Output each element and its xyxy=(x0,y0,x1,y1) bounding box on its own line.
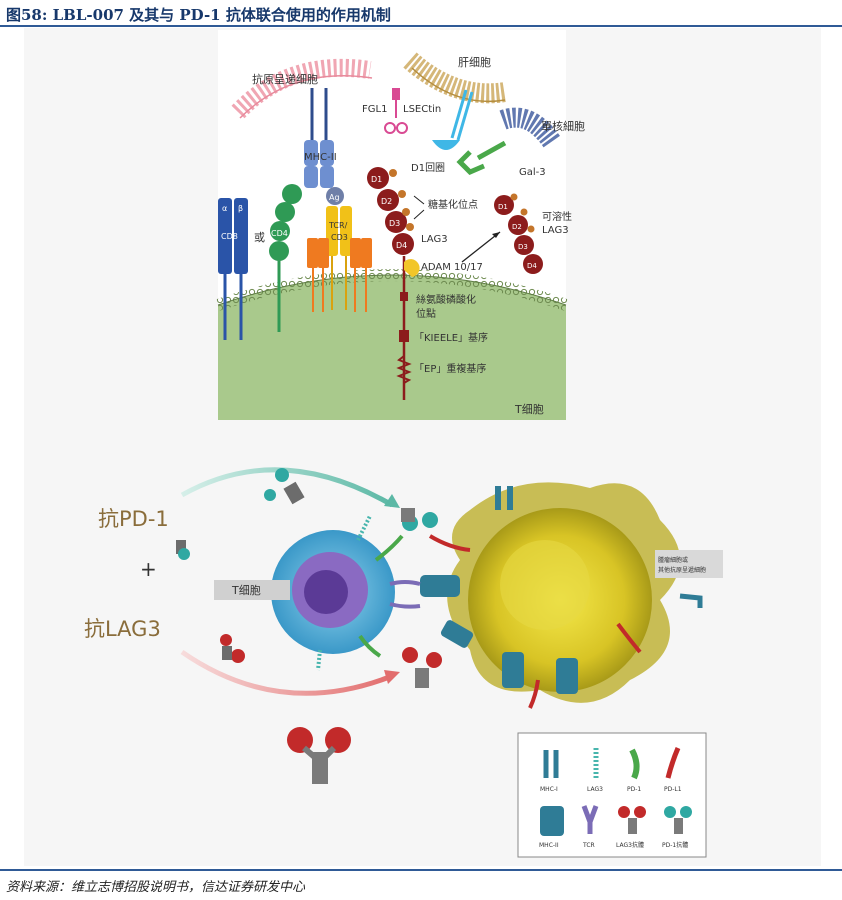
ag-label: Ag xyxy=(329,193,340,202)
adam-enzyme xyxy=(404,259,420,277)
lag3-d1: D1 xyxy=(371,175,382,184)
bottom-diagram: 抗PD-1 + 抗LAG3 xyxy=(84,467,723,858)
legend-pdl1: PD-L1 xyxy=(664,786,682,793)
glyco-label: 糖基化位点 xyxy=(428,198,478,211)
lag3-label: LAG3 xyxy=(421,234,448,245)
serine-label-2: 位點 xyxy=(416,307,436,320)
anti-lag3-arrow xyxy=(180,649,393,696)
fgl1-molecule xyxy=(384,88,408,134)
figure-title: 图58: LBL-007 及其与 PD-1 抗体联合使用的作用机制 xyxy=(6,6,391,24)
anti-pd1-label: 抗PD-1 xyxy=(98,507,169,531)
legend-icons xyxy=(540,747,692,836)
tumor-label-1: 腫瘤細胞或 xyxy=(658,556,688,564)
lag3-antibody-large xyxy=(287,727,351,784)
kieele-label: 「KIEELE」基序 xyxy=(414,331,488,344)
serine-label-1: 絲氨酸磷酸化 xyxy=(416,293,476,306)
lag3-d4: D4 xyxy=(396,241,407,250)
tcell-label-box xyxy=(214,580,290,600)
tumor-label-box xyxy=(655,550,723,578)
apc-label: 抗原呈递细胞 xyxy=(252,72,318,86)
tcell-body xyxy=(218,275,566,420)
mononuclear-membrane xyxy=(499,107,561,148)
gal3-molecule xyxy=(456,140,507,175)
legend-pd1: PD-1 xyxy=(627,786,641,793)
legend-mhc1: MHC-I xyxy=(540,786,558,793)
lsectin-molecule xyxy=(432,89,474,150)
plus-sign: + xyxy=(140,557,157,581)
mhc2-molecule: Ag xyxy=(304,88,344,205)
tcr-label: TCR/ xyxy=(328,221,348,230)
release-arrow xyxy=(461,231,501,263)
tumor-cell xyxy=(447,482,680,703)
title-rule xyxy=(0,25,842,27)
liver-membrane xyxy=(403,52,507,104)
pd1-antibody-float xyxy=(264,468,305,505)
soluble-d4: D4 xyxy=(527,262,537,270)
mhc1-top xyxy=(495,486,513,510)
legend-mhc2: MHC-II xyxy=(539,842,559,849)
mhc2-left xyxy=(420,575,460,597)
mhc2-label: MHC-II xyxy=(304,152,337,163)
lag3-membrane: D1 D2 D3 D4 xyxy=(367,167,414,400)
tcell-label-bottom: T细胞 xyxy=(231,584,261,597)
d1-loop-label: D1回圈 xyxy=(411,162,445,174)
cd8-beta: β xyxy=(238,204,243,213)
source-note: 资料来源：维立志博招股说明书，信达证券研发中心 xyxy=(6,880,306,895)
fgl1-label: FGL1 xyxy=(362,104,387,115)
cd8-molecule: α β CD8 xyxy=(218,198,248,340)
adam-label: ADAM 10/17 xyxy=(421,262,483,273)
lsectin-label: LSECtin xyxy=(403,104,441,115)
apc-membrane xyxy=(231,58,372,119)
cd8-label: CD8 xyxy=(221,232,238,241)
source-rule xyxy=(0,869,842,871)
soluble-label-2: LAG3 xyxy=(542,225,569,236)
legend-pd1-antibody: PD-1抗體 xyxy=(662,841,688,849)
t-cell xyxy=(271,530,395,654)
soluble-label-1: 可溶性 xyxy=(542,210,572,223)
top-diagram: T细胞 抗原呈递细胞 肝细胞 單核細胞 Gal-3 FGL1 LSECtin xyxy=(216,30,585,420)
anti-lag3-label: 抗LAG3 xyxy=(84,617,161,641)
or-label: 或 xyxy=(254,231,265,244)
soluble-d2: D2 xyxy=(512,223,522,231)
cd4-molecule: CD4 xyxy=(269,184,302,332)
soluble-d1: D1 xyxy=(498,203,508,211)
tcell-label-top: T细胞 xyxy=(514,403,544,416)
liver-label: 肝细胞 xyxy=(458,56,491,69)
ep-label: 「EP」重複基序 xyxy=(414,362,486,375)
cd4-label: CD4 xyxy=(271,229,288,238)
legend-lag3: LAG3 xyxy=(587,786,603,793)
pd1-antibody-free xyxy=(176,540,190,560)
lag3-antibody-float xyxy=(220,634,245,663)
tcr-cd3-complex: TCR/ CD3 xyxy=(307,206,372,312)
lag3-d2: D2 xyxy=(381,197,392,206)
legend-tcr: TCR xyxy=(582,842,595,849)
lag3-d3: D3 xyxy=(389,219,400,228)
mononuclear-label: 單核細胞 xyxy=(541,119,585,133)
cd8-alpha: α xyxy=(222,204,227,213)
cd3-label: CD3 xyxy=(331,233,348,242)
lag3-antibody-bound xyxy=(402,647,442,688)
legend-lag3-antibody: LAG3抗體 xyxy=(616,841,644,849)
gal3-label: Gal-3 xyxy=(519,167,546,178)
soluble-d3: D3 xyxy=(518,243,528,251)
pd1-antibody-bound xyxy=(401,508,438,531)
soluble-lag3: D1 D2 D3 D4 xyxy=(494,193,543,274)
tumor-label-2: 其他抗原呈遞細胞 xyxy=(658,566,706,574)
